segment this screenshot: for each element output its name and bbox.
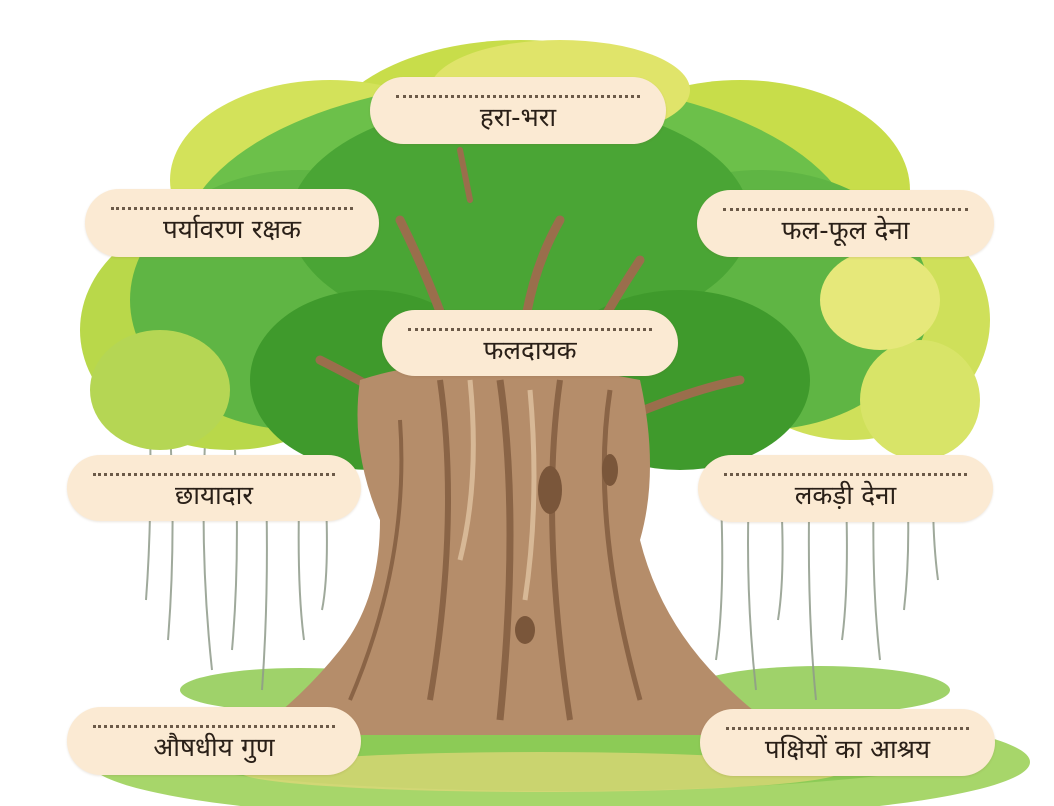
label-paryavaran-rakshak: पर्यावरण रक्षक: [85, 189, 379, 257]
label-pakshiyon-ka-ashray-text: पक्षियों का आश्रय: [764, 735, 931, 765]
label-aushadhiya-gun-text: औषधीय गुण: [153, 733, 275, 763]
label-chhayadar: छायादार: [67, 455, 361, 521]
label-phaldayak-text: फलदायक: [483, 336, 577, 366]
label-lakdi-dena: लकड़ी देना: [698, 455, 993, 522]
label-phal-phool-dena-text: फल-फूल देना: [781, 216, 910, 246]
label-hara-bhara-text: हरा-भरा: [479, 103, 557, 133]
label-lakdi-dena-text: लकड़ी देना: [794, 481, 897, 511]
label-phaldayak: फलदायक: [382, 310, 678, 376]
label-phal-phool-dena: फल-फूल देना: [697, 190, 994, 257]
label-aushadhiya-gun: औषधीय गुण: [67, 707, 361, 775]
label-pakshiyon-ka-ashray: पक्षियों का आश्रय: [700, 709, 995, 776]
trunk: [250, 366, 790, 735]
label-chhayadar-text: छायादार: [175, 481, 253, 511]
label-paryavaran-rakshak-text: पर्यावरण रक्षक: [163, 215, 301, 245]
label-hara-bhara: हरा-भरा: [370, 77, 666, 144]
